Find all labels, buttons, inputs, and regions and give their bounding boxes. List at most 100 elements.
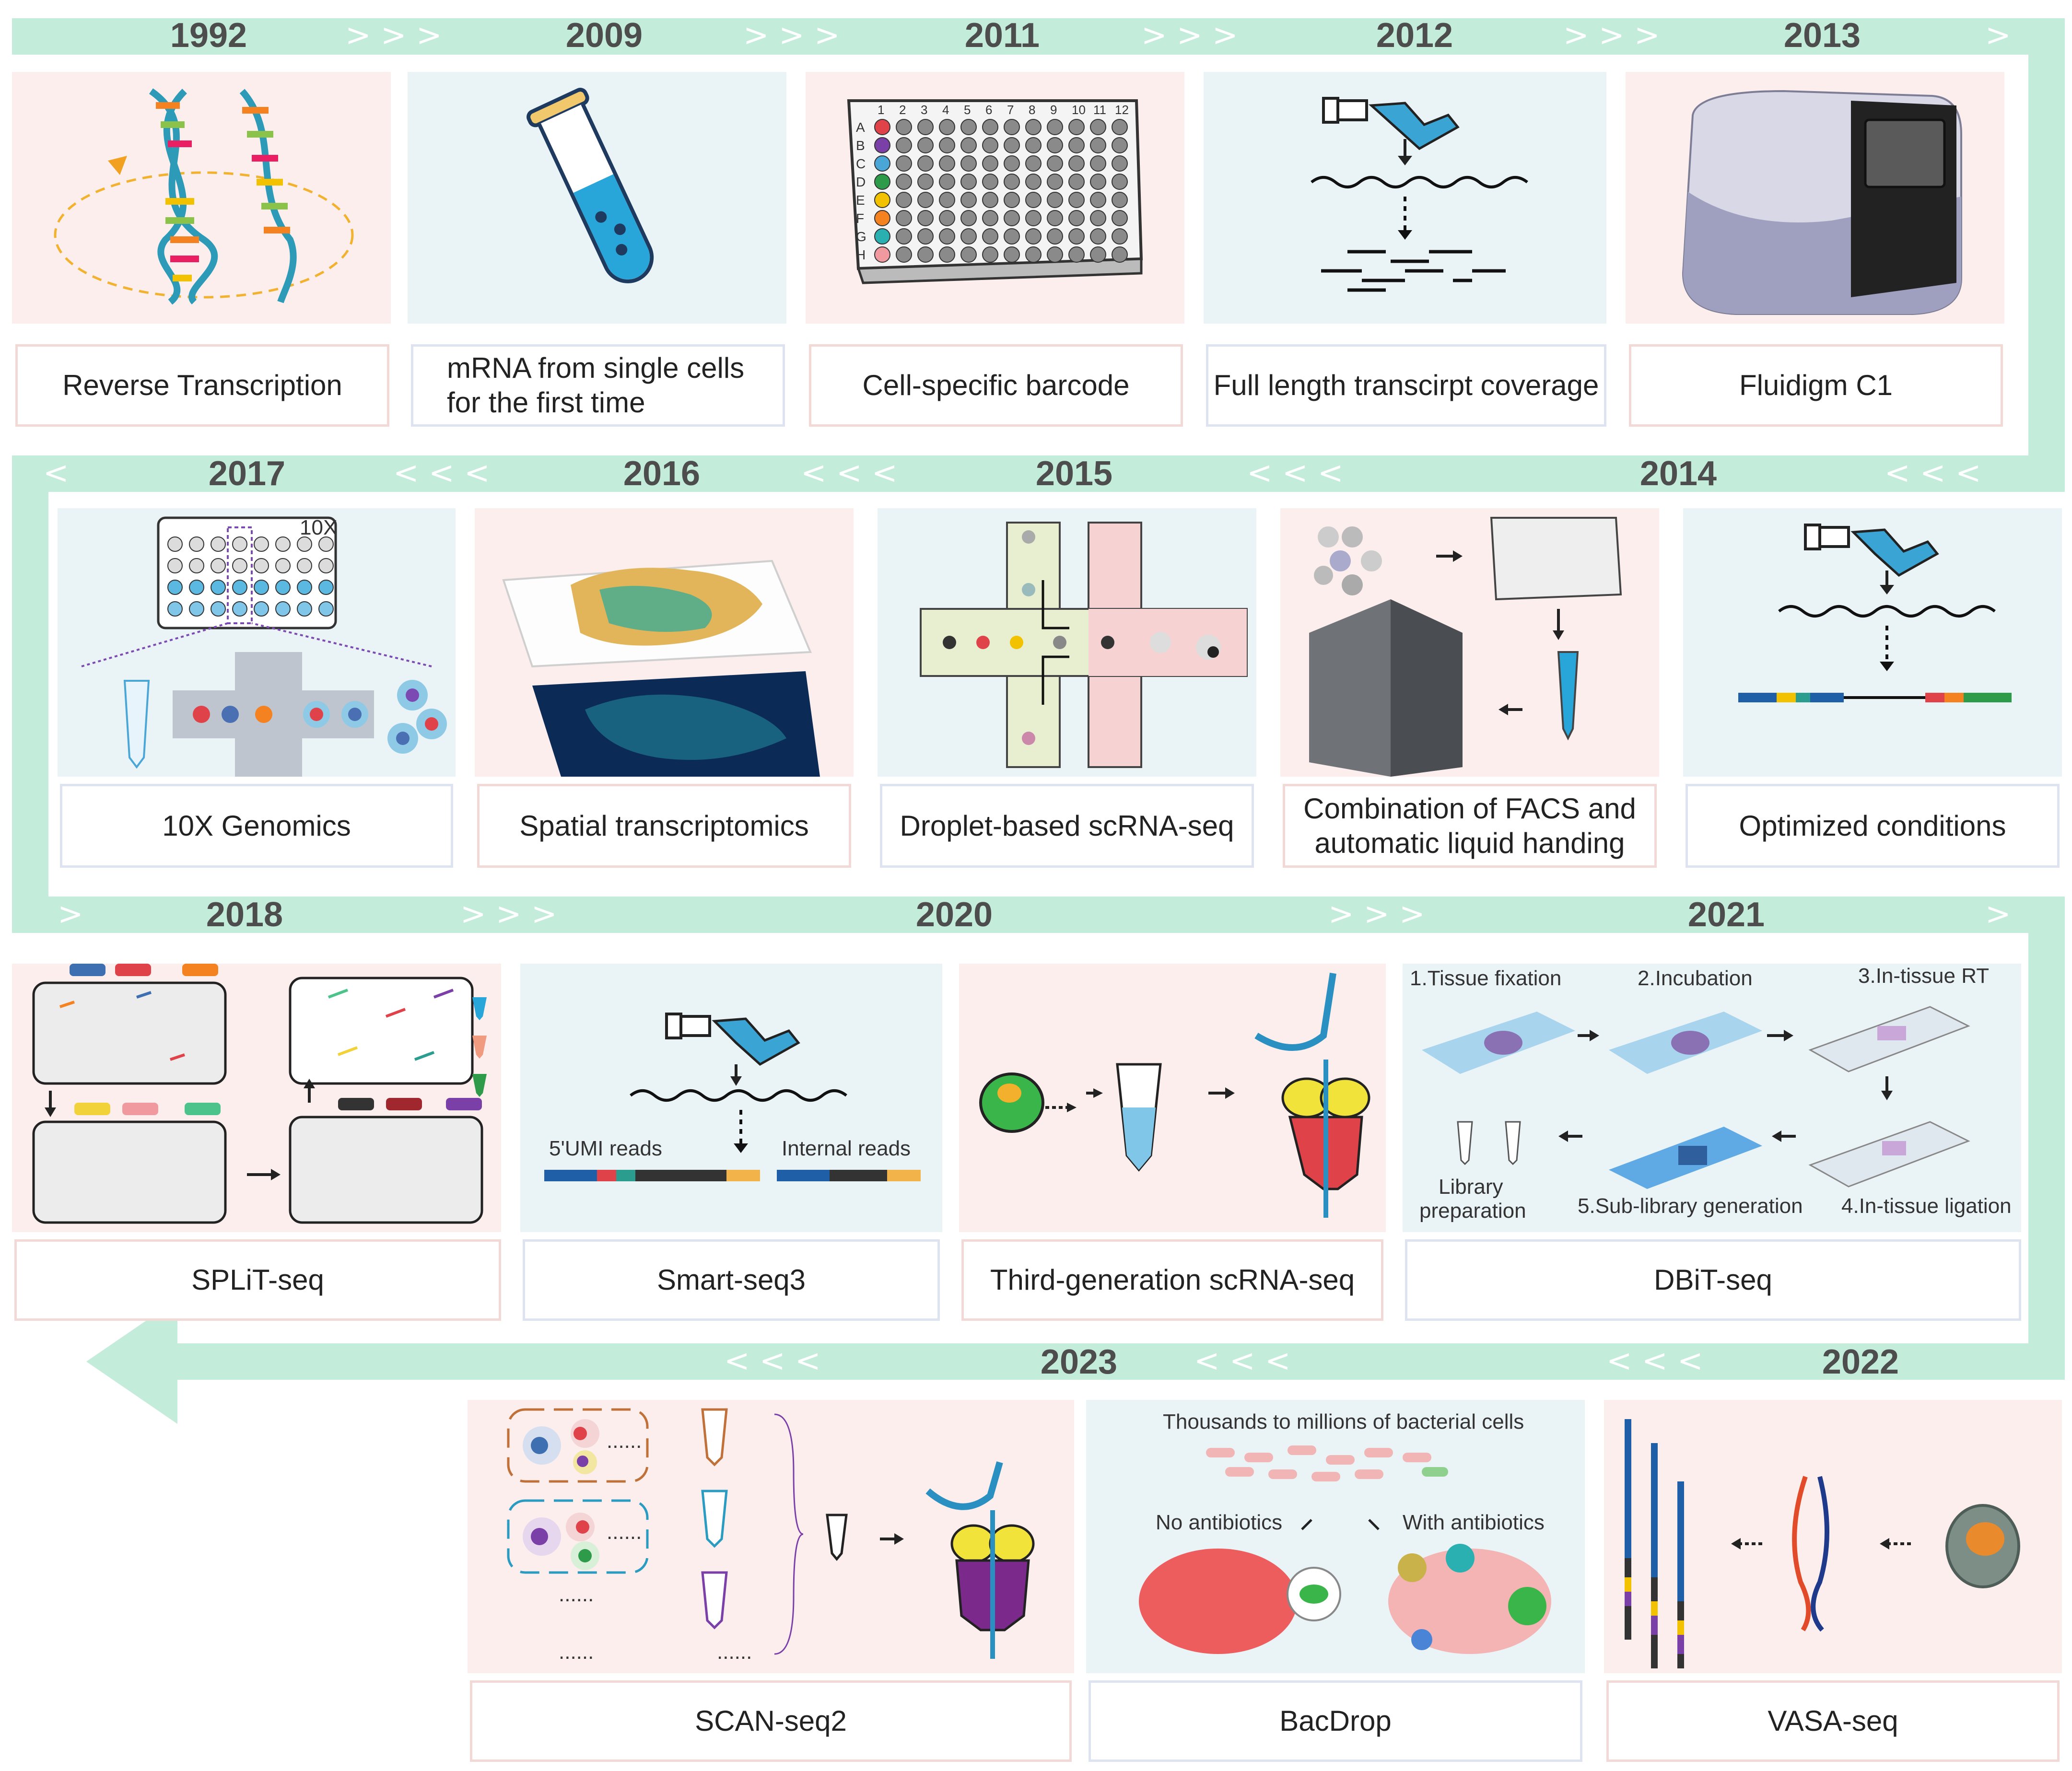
- sequencing-icon: [1311, 97, 1528, 292]
- plate-well: [874, 228, 890, 245]
- plate-well: [1047, 174, 1063, 190]
- chevron-left-icon: < < <: [1247, 455, 1344, 491]
- plate-well: [917, 137, 934, 153]
- plate-row-label: H: [856, 247, 866, 262]
- plate-well: [1004, 246, 1020, 263]
- plate-well: [1004, 155, 1020, 172]
- plate-well: [874, 210, 890, 226]
- timeline-band-row3: [12, 897, 2065, 933]
- plate-well: [960, 192, 977, 208]
- dots-2: ......: [607, 1520, 642, 1544]
- chip-well: [211, 558, 226, 573]
- plate-well: [874, 119, 890, 135]
- chip-well: [318, 580, 334, 595]
- panel-reverse-transcription: [12, 72, 391, 324]
- plate-well: [939, 192, 955, 208]
- year-1992: 1992: [170, 16, 247, 55]
- label-facs: Combination of FACS and automatic liquid…: [1283, 784, 1657, 868]
- plate-well: [960, 155, 977, 172]
- plate-well: [1090, 228, 1106, 245]
- plate-well: [1090, 119, 1106, 135]
- dots-4: ......: [559, 1640, 594, 1664]
- plate-well: [982, 246, 998, 263]
- chevron-right-icon: > > >: [743, 18, 840, 53]
- chip-well: [167, 536, 183, 552]
- plate-well: [917, 192, 934, 208]
- chip-well: [275, 536, 291, 552]
- panel-bacdrop: Thousands to millions of bacterial cells…: [1086, 1400, 1585, 1673]
- chip-well: [232, 558, 247, 573]
- panel-vasa: [1604, 1400, 2062, 1673]
- chip-well: [318, 558, 334, 573]
- plate-well: [960, 174, 977, 190]
- chevron-left-icon: < < <: [393, 455, 490, 491]
- chip-well: [254, 558, 269, 573]
- dna-helix-icon: [54, 88, 354, 305]
- plate-well: [1025, 119, 1042, 135]
- year-2014: 2014: [1639, 454, 1717, 493]
- dbit-step1: 1.Tissue fixation: [1410, 967, 1561, 990]
- year-2021: 2021: [1687, 896, 1765, 934]
- chip-well: [297, 580, 312, 595]
- smart3-umi-label: 5'UMI reads: [549, 1137, 662, 1160]
- plate-well: [917, 228, 934, 245]
- plate-well: [982, 228, 998, 245]
- plate-well: [1112, 246, 1128, 263]
- timeline-band-left2: [12, 455, 48, 918]
- plate-well: [1047, 246, 1063, 263]
- plate-well: [982, 155, 998, 172]
- plate-row-label: F: [856, 211, 864, 226]
- chip-well: [189, 601, 204, 617]
- panel-full-length: [1204, 72, 1606, 324]
- plate-well: [896, 137, 912, 153]
- plate-row-label: D: [856, 175, 866, 189]
- plate-well: [1025, 192, 1042, 208]
- plate-well: [1090, 174, 1106, 190]
- chevron-right-icon: >: [1985, 18, 2011, 53]
- panel-10x: 10X: [58, 508, 456, 777]
- chevron-left-icon: < < <: [801, 455, 898, 491]
- year-2017: 2017: [208, 454, 286, 493]
- plate-well: [1025, 155, 1042, 172]
- chip-well: [254, 601, 269, 617]
- timeline-band-row2: [12, 455, 2065, 492]
- plate-well: [982, 174, 998, 190]
- chip-well: [232, 601, 247, 617]
- plate-row-label: C: [856, 156, 866, 171]
- label-scan2: SCAN-seq2: [470, 1680, 1072, 1762]
- plate-well: [917, 174, 934, 190]
- chip-well: [167, 601, 183, 617]
- plate-well: [917, 246, 934, 263]
- dbit-step5: 5.Sub-library generation: [1578, 1194, 1803, 1218]
- plate-well: [960, 137, 977, 153]
- chip-well: [189, 558, 204, 573]
- panel-smart3: 5'UMI reads Internal reads: [520, 964, 942, 1232]
- chip-well: [189, 536, 204, 552]
- plate-well: [1112, 210, 1128, 226]
- plate-well: [1025, 137, 1042, 153]
- chip-well: [254, 536, 269, 552]
- plate-col-label: 6: [985, 103, 992, 117]
- chip-well: [275, 558, 291, 573]
- year-2018: 2018: [206, 896, 283, 934]
- plate-well: [1004, 210, 1020, 226]
- chevron-left-icon: < < <: [724, 1343, 821, 1379]
- plate-col-label: 8: [1029, 103, 1035, 117]
- plate-col-label: 3: [921, 103, 927, 117]
- fluidigm-instrument-icon: [1682, 90, 1962, 315]
- dbit-workflow-icon: 1.Tissue fixation 2.Incubation 3.In-tiss…: [1410, 964, 2012, 1223]
- plate-well: [1090, 246, 1106, 263]
- year-2016: 2016: [623, 454, 701, 493]
- label-dbit: DBiT-seq: [1405, 1239, 2021, 1321]
- 10x-chip-icon: 10X: [81, 516, 447, 777]
- label-barcode: Cell-specific barcode: [809, 344, 1183, 427]
- plate-well: [1068, 210, 1085, 226]
- plate-col-label: 11: [1093, 103, 1106, 117]
- label-droplet: Droplet-based scRNA-seq: [880, 784, 1254, 868]
- plate-well: [1025, 228, 1042, 245]
- label-optimized: Optimized conditions: [1686, 784, 2060, 868]
- plate-well: [896, 210, 912, 226]
- year-2013: 2013: [1783, 16, 1861, 55]
- plate-well: [939, 246, 955, 263]
